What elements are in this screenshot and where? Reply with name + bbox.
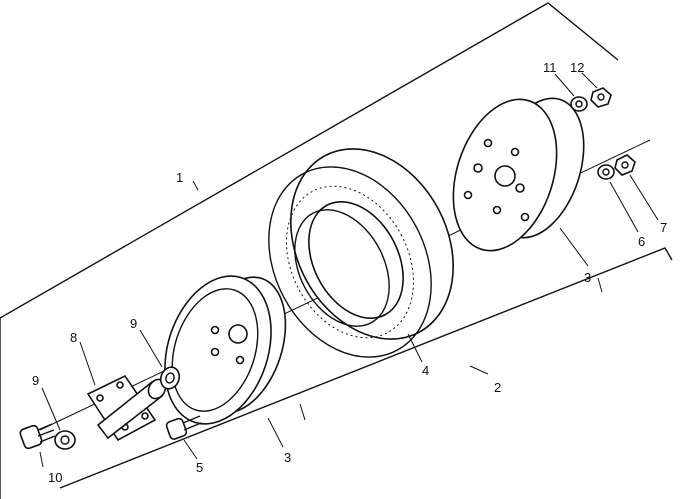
bolt-lower-left — [19, 423, 56, 450]
callout-8: 8 — [70, 330, 77, 345]
washer-6 — [597, 164, 615, 180]
callout-11: 11 — [543, 60, 557, 75]
bracket-plate — [86, 374, 167, 442]
callout-9-upper: 9 — [130, 316, 137, 331]
callout-1: 1 — [176, 170, 183, 185]
callout-3-left: 3 — [284, 450, 291, 465]
callout-7: 7 — [660, 220, 667, 235]
callout-12: 12 — [570, 60, 584, 75]
leader-lines — [39, 72, 659, 468]
nut-7 — [614, 154, 636, 176]
callout-9-lower: 9 — [32, 373, 39, 388]
callout-3-right: 3 — [584, 270, 591, 285]
bolt-5 — [165, 415, 202, 440]
washer-lower-left — [54, 430, 76, 450]
nut-12 — [590, 87, 612, 108]
end-bell-right — [452, 97, 585, 252]
washer-11 — [570, 96, 588, 112]
assembly-bracket-1 — [0, 2, 619, 499]
stator-core — [268, 148, 454, 358]
end-bell-left — [164, 275, 287, 425]
callout-4: 4 — [422, 363, 429, 378]
callout-2: 2 — [494, 380, 501, 395]
bushing-upper — [159, 366, 181, 390]
assembly-bracket-2 — [59, 247, 673, 489]
callout-5: 5 — [196, 460, 203, 475]
callout-6: 6 — [638, 234, 645, 249]
callout-10: 10 — [48, 470, 62, 485]
